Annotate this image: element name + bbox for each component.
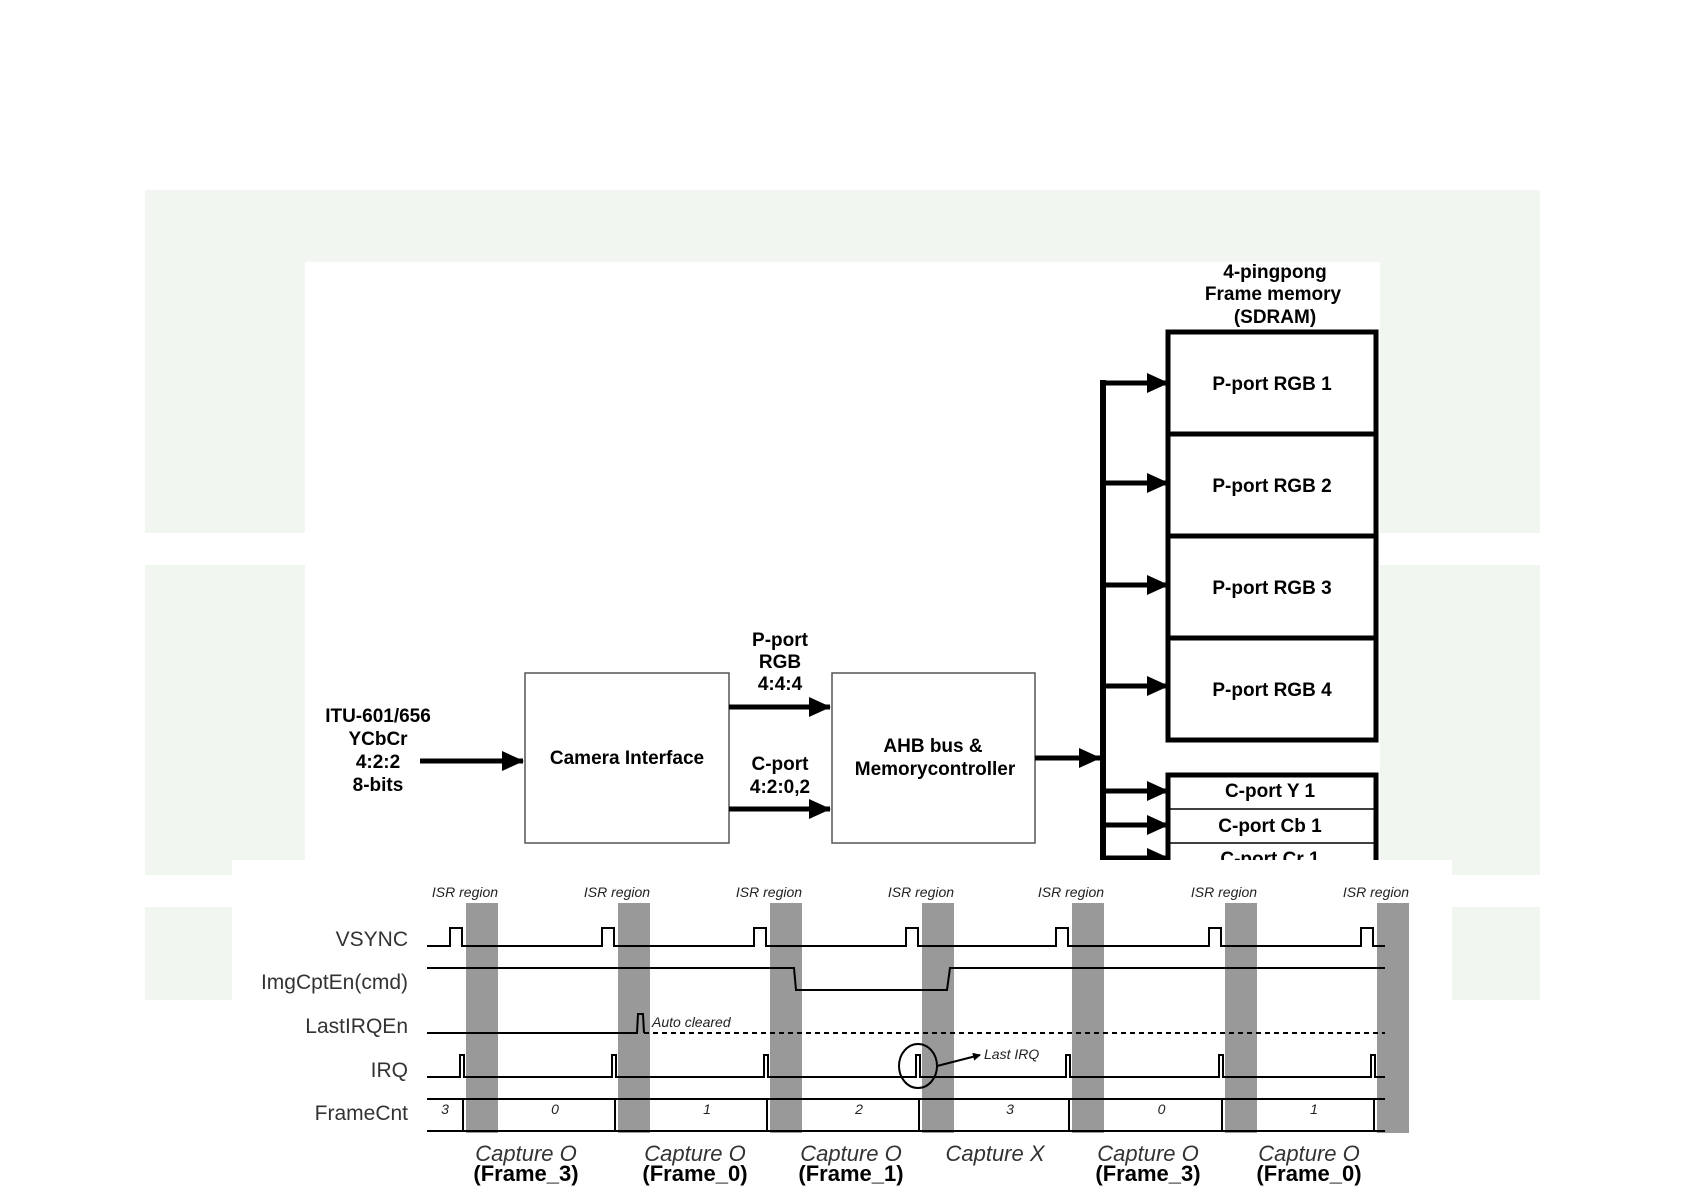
capture-status-6: Capture O [1258,1141,1360,1166]
capture-status-4: Capture X [945,1141,1045,1166]
pport-label-line3: 4:4:4 [758,674,803,695]
irq-waveform [427,1054,1385,1078]
capture-status-1: Capture O [475,1141,577,1166]
pport-buffer-1: P-port RGB 1 [1212,374,1332,395]
memory-title-line1: 4-pingpong [1223,262,1326,283]
capture-frame-6: (Frame_0) [1256,1161,1361,1186]
cport-label-line2: 4:2:0,2 [750,777,810,798]
isr-region-label-7: ISR region [1343,884,1409,900]
capture-status-5: Capture O [1097,1141,1199,1166]
imgcpten-waveform [427,967,1385,991]
capture-status-2: Capture O [644,1141,746,1166]
pport-buffer-2: P-port RGB 2 [1212,476,1331,497]
last-irq-arrow [936,1052,981,1067]
isr-region-label-5: ISR region [1038,884,1104,900]
capture-frame-2: (Frame_0) [642,1161,747,1186]
isr-region-label-4: ISR region [888,884,954,900]
input-label-line2: YCbCr [348,729,408,750]
imgcpten-label: ImgCptEn(cmd) [261,971,408,994]
framecnt-value-2: 0 [551,1101,559,1117]
auto-cleared-label: Auto cleared [651,1014,732,1030]
camera-interface-box [524,672,730,844]
block-diagram: ITU-601/656 YCbCr 4:2:2 8-bits Camera In… [325,262,1379,870]
irq-label: IRQ [371,1059,408,1082]
isr-region-label-1: ISR region [432,884,498,900]
input-label-line1: ITU-601/656 [325,706,431,727]
last-irq-label: Last IRQ [984,1046,1039,1062]
cport-buffer-2: C-port Cb 1 [1218,816,1322,837]
framecnt-label: FrameCnt [315,1102,409,1125]
cport-memory-block [1165,772,1379,868]
pport-label-line1: P-port [752,630,809,651]
capture-frame-5: (Frame_3) [1095,1161,1200,1186]
isr-region-2 [618,903,650,1133]
framecnt-value-6: 0 [1158,1101,1166,1117]
isr-region-4 [922,903,954,1133]
memory-title-line2: Frame memory [1205,284,1342,305]
isr-region-3 [770,903,802,1133]
isr-region-7 [1377,903,1409,1133]
capture-status-3: Capture O [800,1141,902,1166]
pport-label-line2: RGB [759,652,801,673]
vsync-label: VSYNC [336,928,408,951]
isr-region-6 [1225,903,1257,1133]
lastirqen-waveform [427,1013,645,1034]
framecnt-value-7: 1 [1310,1101,1318,1117]
cport-buffer-1: C-port Y 1 [1225,781,1316,802]
ahb-label-line2: Memorycontroller [855,759,1016,780]
framecnt-value-1: 3 [441,1101,449,1117]
isr-region-5 [1072,903,1104,1133]
framecnt-value-5: 3 [1006,1101,1014,1117]
camera-interface-label: Camera Interface [550,748,704,769]
capture-frame-3: (Frame_1) [798,1161,903,1186]
cport-label-line1: C-port [752,754,810,775]
memory-title-line3: (SDRAM) [1234,307,1316,328]
isr-region-1 [466,903,498,1133]
input-label-line4: 8-bits [353,775,404,796]
vsync-waveform [427,927,1385,947]
lastirqen-label: LastIRQEn [305,1015,408,1038]
timing-diagram: ISR region ISR region ISR region ISR region… [261,884,1409,1186]
input-label-line3: 4:2:2 [356,752,400,773]
pport-buffer-4: P-port RGB 4 [1212,680,1332,701]
isr-region-label-3: ISR region [736,884,802,900]
framecnt-value-3: 1 [703,1101,711,1117]
capture-frame-1: (Frame_3) [473,1161,578,1186]
ahb-label-line1: AHB bus & [883,736,983,757]
pport-buffer-3: P-port RGB 3 [1212,578,1331,599]
ahb-bus-box [831,672,1036,844]
isr-region-label-6: ISR region [1191,884,1257,900]
isr-region-label-2: ISR region [584,884,650,900]
framecnt-value-4: 2 [854,1101,863,1117]
